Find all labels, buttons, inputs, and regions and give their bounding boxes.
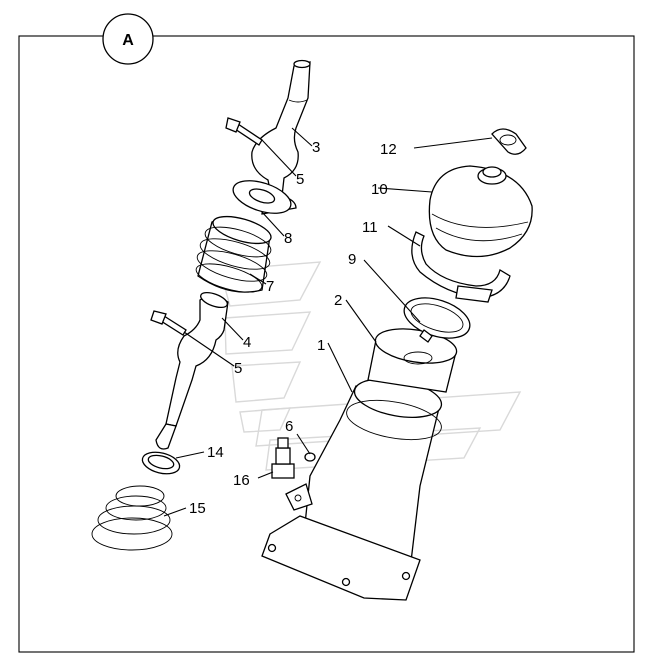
part-11-clamp-band <box>411 231 511 303</box>
part-5-pin-upper <box>225 117 263 146</box>
part-6-ball <box>304 452 316 462</box>
callout-3: 3 <box>312 139 320 156</box>
callout-1: 1 <box>317 337 325 354</box>
callout-6: 6 <box>285 418 293 435</box>
part-10-rubber-boot <box>428 165 533 258</box>
callout-15: 15 <box>189 500 206 517</box>
callout-10: 10 <box>371 181 388 198</box>
callout-labels: 3 5 8 7 4 5 2 1 9 11 10 12 6 16 14 15 <box>189 139 397 517</box>
callout-2: 2 <box>334 292 342 309</box>
leader-lines <box>163 127 493 517</box>
part-16-grease-nipple <box>271 437 295 479</box>
part-3-gear-lever-upper <box>251 59 311 215</box>
part-7-bellows <box>195 215 272 293</box>
callout-5-upper: 5 <box>296 171 304 188</box>
part-15-coil-spring <box>91 485 173 551</box>
callout-5-lower: 5 <box>234 360 242 377</box>
part-12-clip <box>491 128 527 155</box>
part-2-bushing <box>367 328 458 393</box>
callout-4: 4 <box>243 334 251 351</box>
callout-16: 16 <box>233 472 250 489</box>
callout-9: 9 <box>348 251 356 268</box>
part-1-housing <box>261 378 443 601</box>
part-9-circlip <box>403 297 471 343</box>
svg-text:A: A <box>122 32 134 49</box>
part-4-lower-lever <box>155 291 229 450</box>
callout-11: 11 <box>362 219 378 236</box>
part-14-ring <box>141 451 181 475</box>
view-badge: A <box>102 13 154 65</box>
callout-14: 14 <box>207 444 224 461</box>
part-8-washer <box>232 180 292 214</box>
callout-7: 7 <box>266 278 274 295</box>
diagram-frame <box>18 35 635 653</box>
part-5-pin-lower <box>150 310 187 336</box>
callout-8: 8 <box>284 230 292 247</box>
callout-12: 12 <box>380 141 397 158</box>
